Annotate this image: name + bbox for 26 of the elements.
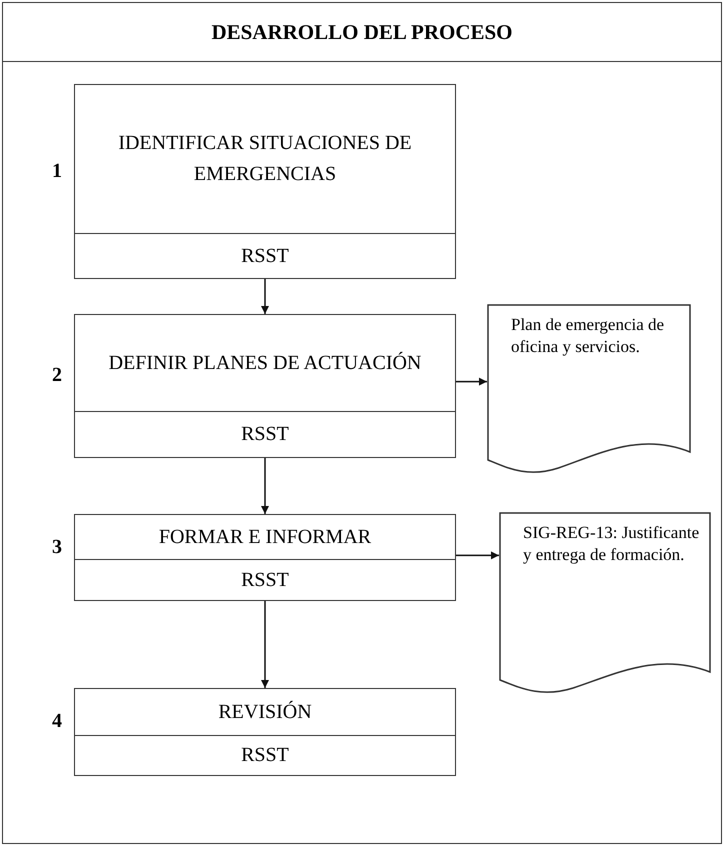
process-step-text: DEFINIR PLANES DE ACTUACIÓN [108, 350, 422, 376]
panel-title: DESARROLLO DEL PROCESO [211, 20, 513, 44]
step-number: 1 [52, 160, 62, 182]
step-number: 3 [52, 536, 62, 558]
process-box [74, 84, 456, 279]
process-box [74, 314, 456, 458]
responsible-label: RSST [241, 568, 289, 592]
arrow [261, 601, 269, 688]
document-shape [499, 512, 711, 694]
responsible-label: RSST [241, 422, 289, 447]
document-text: Plan de emergencia de oficina y servicios. [511, 314, 666, 358]
arrow [456, 551, 499, 560]
responsible-label: RSST [241, 244, 289, 268]
process-step-text: FORMAR E INFORMAR [158, 524, 372, 550]
arrow [456, 378, 487, 386]
document-shape [487, 304, 691, 474]
arrow [261, 279, 269, 314]
step-number: 2 [52, 364, 62, 387]
document-text: SIG-REG-13: Justificante y entrega de formación. [523, 522, 700, 566]
step-number: 4 [52, 710, 62, 733]
arrow [261, 458, 269, 514]
process-box [74, 688, 456, 776]
responsible-label: RSST [241, 743, 289, 768]
process-box [74, 514, 456, 601]
process-step-text: REVISIÓN [218, 700, 312, 724]
process-step-text: IDENTIFICAR SITUACIONES DE EMERGENCIAS [117, 131, 413, 187]
